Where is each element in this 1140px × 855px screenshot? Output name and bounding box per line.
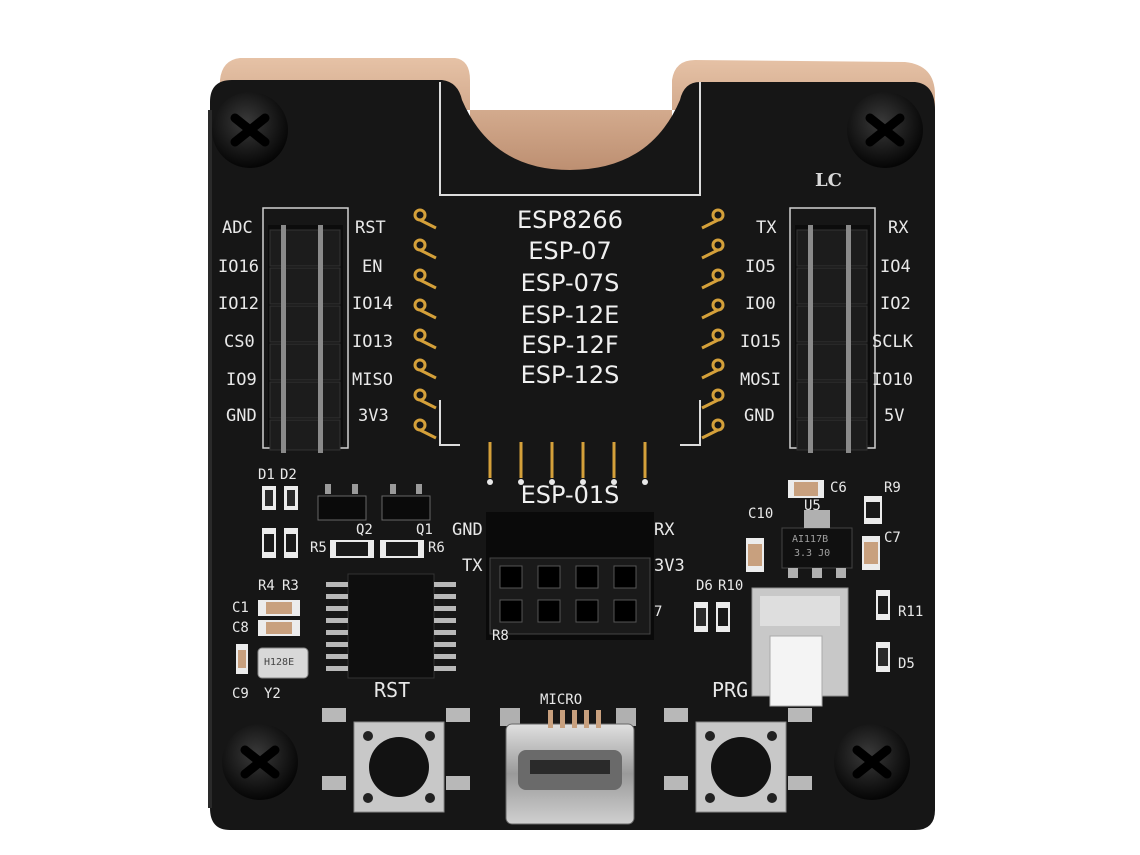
screw-bottom-right: [834, 724, 910, 800]
right-pin-header: [795, 225, 870, 453]
pin-label: RX: [654, 520, 675, 540]
slide-switch: [751, 587, 849, 707]
pin-label: IO4: [880, 257, 911, 277]
socket-pins-left: [413, 208, 437, 440]
designator: R8: [492, 628, 509, 644]
pin-label: TX: [462, 556, 483, 576]
pin-label: RST: [355, 218, 386, 238]
pin-label: IO12: [218, 294, 259, 314]
designator: 7: [654, 604, 663, 620]
brand-logo: LC: [815, 170, 842, 191]
socket-outline: [439, 82, 701, 196]
pin-label: IO5: [745, 257, 776, 277]
pin-label: RX: [888, 218, 909, 238]
module-label-esp12s: ESP-12S: [520, 361, 620, 389]
regulator-marking: AI117B: [792, 534, 829, 545]
rst-button: [322, 708, 470, 813]
module-label-esp8266: ESP8266: [517, 206, 623, 234]
module-label-esp12f: ESP-12F: [521, 331, 619, 359]
designator: R10: [718, 578, 744, 594]
designator: D6: [696, 578, 713, 594]
usb-label: MICRO: [540, 692, 583, 708]
module-label-esp07s: ESP-07S: [520, 269, 620, 297]
pin-label: EN: [362, 257, 383, 277]
designator: R9: [884, 480, 901, 496]
esp01s-socket: [486, 512, 654, 640]
pin-label: MISO: [352, 370, 393, 390]
module-label-esp07: ESP-07: [528, 237, 612, 265]
pin-label: IO0: [745, 294, 776, 314]
pin-label: IO16: [218, 257, 259, 277]
designator: C7: [884, 530, 901, 546]
pin-label: SCLK: [872, 332, 913, 352]
socket-pins-right: [701, 208, 725, 440]
designator: R11: [898, 604, 924, 620]
designator: C6: [830, 480, 847, 496]
pin-label: IO9: [226, 370, 257, 390]
designator: R4: [258, 578, 275, 594]
designator: Q1: [416, 522, 433, 538]
pin-label: ADC: [222, 218, 253, 238]
designator: C8: [232, 620, 249, 636]
pin-label: 3V3: [654, 556, 685, 576]
module-label-esp12e: ESP-12E: [520, 301, 620, 329]
pin-label: CS0: [224, 332, 255, 352]
pin-label: 3V3: [358, 406, 389, 426]
pin-label: TX: [756, 218, 777, 238]
regulator-marking: 3.3 J0: [794, 548, 831, 559]
designator: D1: [258, 467, 275, 483]
rst-button-label: RST: [374, 678, 411, 702]
micro-usb-connector: [500, 708, 636, 825]
screw-top-left: [212, 92, 288, 168]
designator: D5: [898, 656, 915, 672]
prg-button-label: PRG: [712, 678, 749, 702]
designator: R6: [428, 540, 445, 556]
screw-bottom-left: [222, 724, 298, 800]
pin-label: IO15: [740, 332, 781, 352]
designator: C10: [748, 506, 774, 522]
socket-pins-bottom: [488, 442, 647, 478]
voltage-regulator: [781, 510, 853, 578]
transistor-q2: [317, 484, 367, 521]
designator: Y2: [264, 686, 281, 702]
pin-label: IO14: [352, 294, 393, 314]
screw-top-right: [847, 92, 923, 168]
pin-label: IO2: [880, 294, 911, 314]
pin-label: 5V: [884, 406, 905, 426]
pin-label: MOSI: [740, 370, 781, 390]
pin-label: IO10: [872, 370, 913, 390]
transistor-q1: [381, 484, 431, 521]
designator: U5: [804, 498, 821, 514]
module-label-esp01s: ESP-01S: [520, 481, 620, 509]
designator: R5: [310, 540, 327, 556]
usb-serial-chip: [326, 573, 456, 679]
designator: Q2: [356, 522, 373, 538]
pin-label: GND: [744, 406, 775, 426]
prg-button: [664, 708, 812, 813]
designator: C9: [232, 686, 249, 702]
pin-label: IO13: [352, 332, 393, 352]
designator: R3: [282, 578, 299, 594]
pin-label: GND: [226, 406, 257, 426]
designator: D2: [280, 467, 297, 483]
designator: C1: [232, 600, 249, 616]
left-pin-header: [268, 225, 343, 453]
crystal-marking: H128E: [264, 657, 295, 668]
pin-label: GND: [452, 520, 483, 540]
